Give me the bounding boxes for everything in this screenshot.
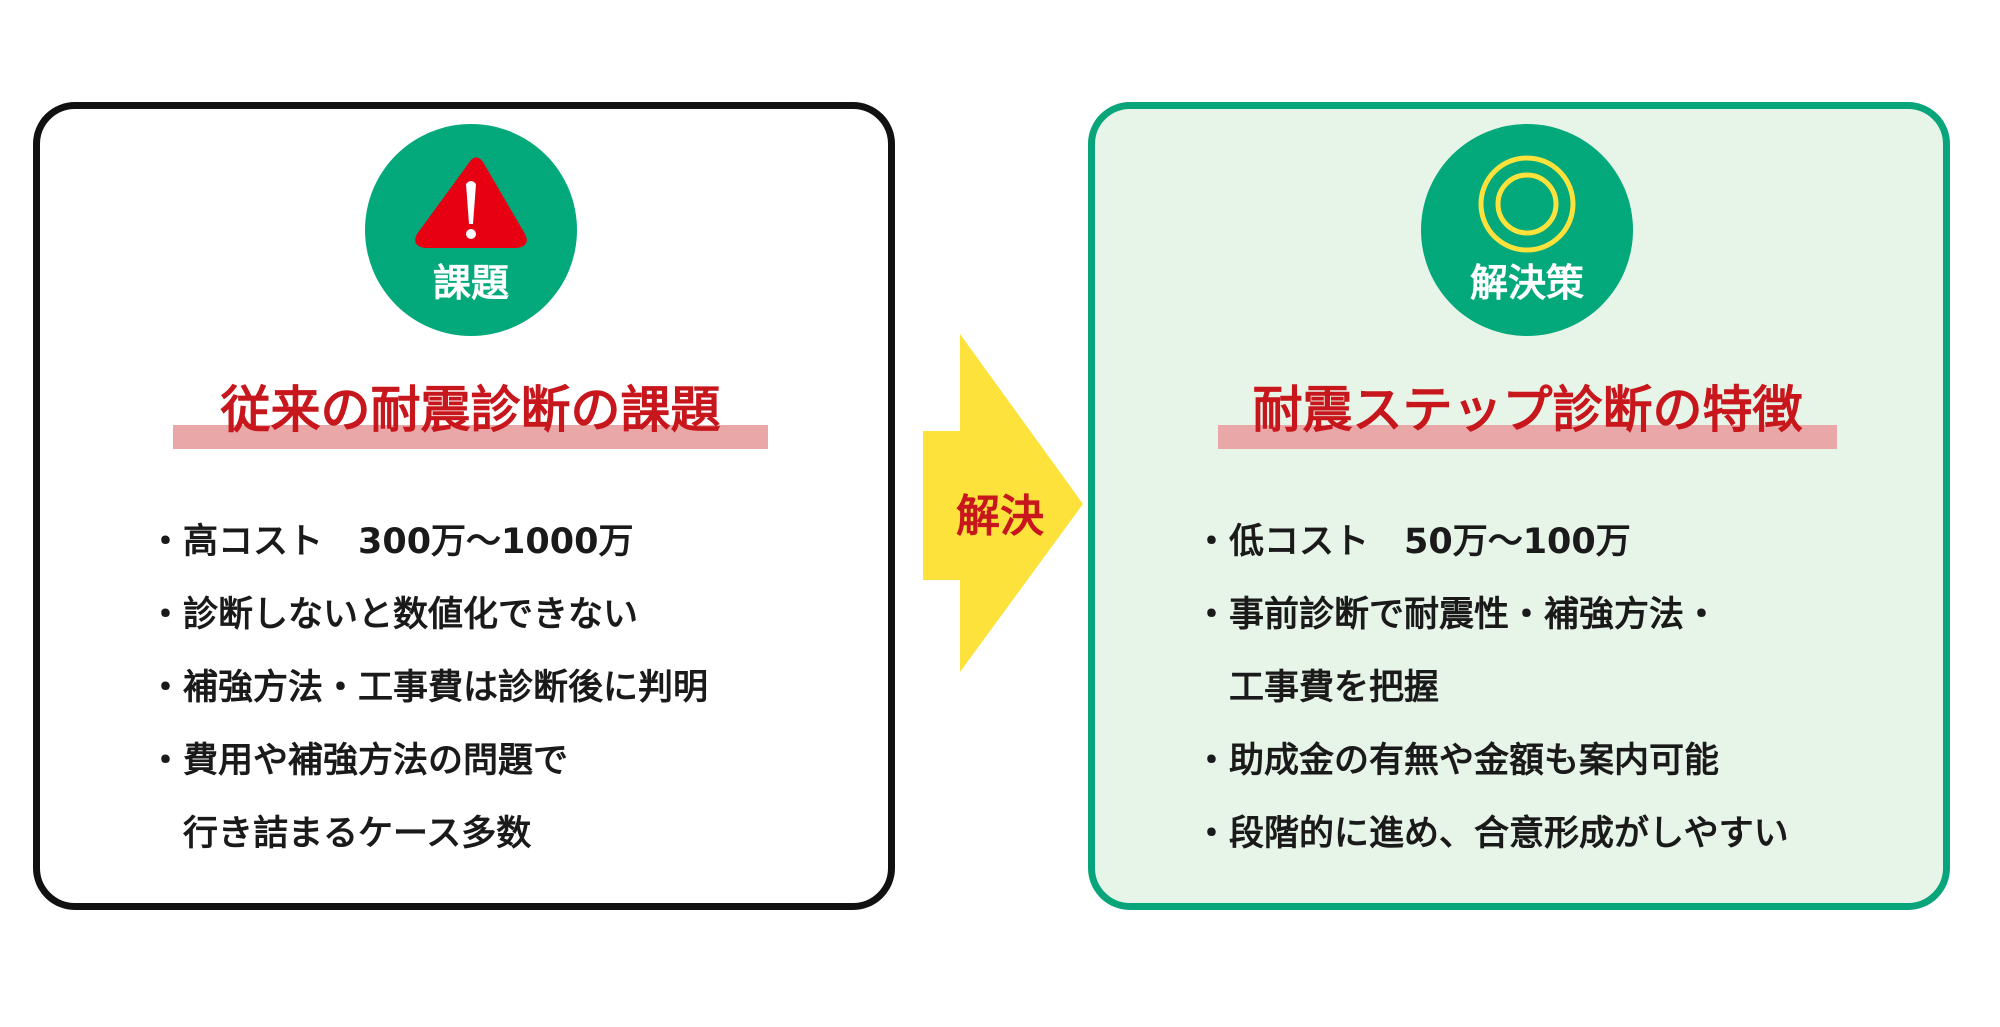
solution-list: ・低コスト 50万〜100万 ・事前診断で耐震性・補強方法・ 工事費を把握 ・助… <box>1194 515 1789 880</box>
list-item: ・補強方法・工事費は診断後に判明 <box>148 668 709 708</box>
arrow-right-icon <box>923 334 1083 672</box>
warning-icon <box>415 157 527 248</box>
solution-title-underline <box>1218 425 1837 449</box>
problem-list: ・高コスト 300万〜1000万 ・診断しないと数値化できない ・補強方法・工事… <box>148 515 708 880</box>
problem-badge-label: 課題 <box>432 261 509 305</box>
list-item: ・事前診断で耐震性・補強方法・ <box>1194 595 1720 635</box>
double-circle-icon <box>1478 155 1576 253</box>
list-item: ・高コスト 300万〜1000万 <box>148 522 634 562</box>
problem-badge: 課題 <box>365 124 577 336</box>
problem-title: 従来の耐震診断の課題 <box>220 381 721 439</box>
list-item: ・診断しないと数値化できない <box>148 595 639 635</box>
solution-title: 耐震ステップ診断の特徴 <box>1252 381 1803 439</box>
list-item: 行き詰まるケース多数 <box>148 814 532 854</box>
solution-badge: 解決策 <box>1421 124 1633 336</box>
solution-badge-label: 解決策 <box>1469 261 1584 305</box>
list-item: ・費用や補強方法の問題で <box>148 741 569 781</box>
list-item: ・段階的に進め、合意形成がしやすい <box>1194 814 1789 854</box>
arrow-label: 解決 <box>956 491 1044 542</box>
list-item: 工事費を把握 <box>1194 668 1440 708</box>
problem-title-underline <box>173 425 768 449</box>
list-item: ・低コスト 50万〜100万 <box>1194 522 1631 562</box>
list-item: ・助成金の有無や金額も案内可能 <box>1194 741 1720 781</box>
